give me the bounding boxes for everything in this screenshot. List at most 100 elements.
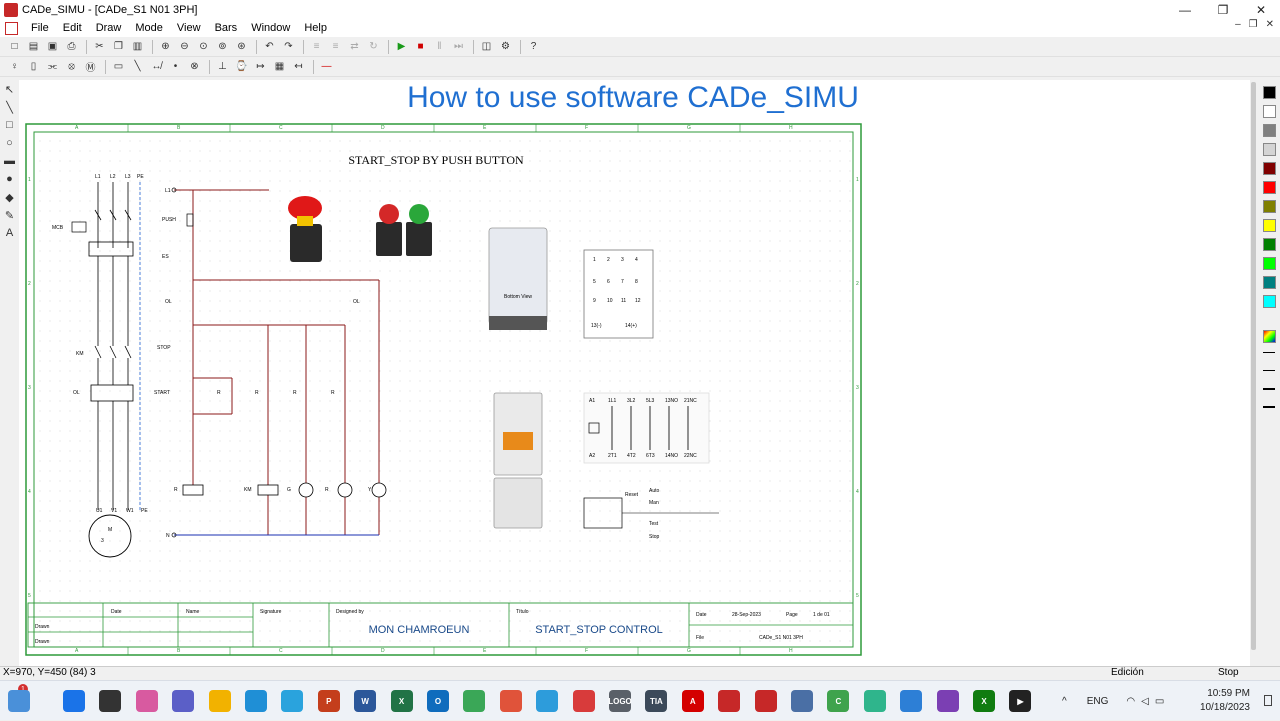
tia-portal-icon[interactable]: TIA <box>645 690 668 712</box>
excel-icon[interactable]: X <box>390 690 413 712</box>
print-icon[interactable]: ⎙ <box>67 41 76 52</box>
zoom-in-icon[interactable]: ⊕ <box>161 41 170 52</box>
motor-icon[interactable]: Ⓜ <box>85 63 96 74</box>
menu-bars[interactable]: Bars <box>214 22 238 34</box>
color-swatch[interactable] <box>1263 200 1276 213</box>
menu-help[interactable]: Help <box>304 22 327 34</box>
color-swatch[interactable] <box>1263 143 1276 156</box>
supply-terminal-icon[interactable]: ♀ <box>10 61 19 72</box>
plc-icon[interactable]: ▦ <box>274 61 285 72</box>
powerpoint-icon[interactable]: P <box>317 690 340 712</box>
close-button[interactable]: ✕ <box>1255 2 1267 17</box>
terminal-strip-icon[interactable]: ↦ <box>256 61 265 72</box>
scrollbar-thumb[interactable] <box>1251 82 1256 650</box>
notifications-icon[interactable] <box>1264 695 1272 706</box>
browser-icon[interactable] <box>936 690 959 712</box>
rectangle-tool-icon[interactable]: □ <box>6 119 13 131</box>
align-right-icon[interactable]: ≡ <box>332 41 339 52</box>
line-width-2[interactable] <box>1263 370 1275 371</box>
zoom-window-icon[interactable]: ⊚ <box>218 41 227 52</box>
timer-icon[interactable]: ⌚ <box>235 61 248 72</box>
outlook-icon[interactable]: O <box>427 690 449 712</box>
contactor-icon[interactable]: ⦻ <box>68 61 75 72</box>
show-hidden-icons-icon[interactable]: ^ <box>1062 695 1067 707</box>
breaker-icon[interactable]: ⫘ <box>48 61 57 72</box>
pointer-tool-icon[interactable]: ↖ <box>4 83 15 96</box>
paste-icon[interactable]: ▥ <box>132 41 143 52</box>
open-folder-icon[interactable]: ▤ <box>28 41 39 52</box>
wire-tool-icon[interactable]: — <box>321 61 332 72</box>
zoom-fit-icon[interactable]: ⊙ <box>199 41 208 52</box>
telegram-icon[interactable] <box>281 690 304 712</box>
maximize-button[interactable]: ❐ <box>1217 2 1229 17</box>
file-explorer-icon[interactable] <box>208 690 231 712</box>
filled-ellipse-tool-icon[interactable]: ● <box>6 173 13 185</box>
color-swatch[interactable] <box>1263 105 1276 118</box>
menu-draw[interactable]: Draw <box>95 22 122 34</box>
connector-icon[interactable]: ↤ <box>294 61 303 72</box>
autocad-icon[interactable] <box>572 690 595 712</box>
help-icon[interactable]: ? <box>530 41 537 52</box>
battery-icon[interactable]: ▭ <box>1154 695 1165 707</box>
sketchup-icon[interactable] <box>863 690 886 712</box>
cade-simu-active-icon[interactable] <box>718 690 741 712</box>
teams-icon[interactable] <box>172 690 195 712</box>
zoom-out-icon[interactable]: ⊖ <box>180 41 189 52</box>
cade-simu-icon[interactable] <box>754 690 777 712</box>
edge-icon[interactable] <box>245 690 267 712</box>
document-icon[interactable] <box>5 21 18 35</box>
screen-recorder-icon[interactable] <box>499 690 522 712</box>
calendar-app-icon[interactable]: C <box>827 690 850 712</box>
color-swatch[interactable] <box>1263 162 1276 175</box>
search-icon[interactable] <box>99 690 122 712</box>
color-swatch[interactable] <box>1263 238 1276 251</box>
pencil-tool-icon[interactable]: ✎ <box>4 209 15 222</box>
save-icon[interactable]: ▣ <box>47 41 58 52</box>
color-swatch[interactable] <box>1263 124 1276 137</box>
stop-simulation-icon[interactable]: ■ <box>417 41 424 52</box>
new-file-icon[interactable]: □ <box>11 41 18 52</box>
align-left-icon[interactable]: ≡ <box>313 41 320 52</box>
clock[interactable]: 10:59 PM 10/18/2023 <box>1200 687 1250 715</box>
zoom-previous-icon[interactable]: ⊛ <box>237 41 246 52</box>
run-simulation-icon[interactable]: ▶ <box>397 41 406 52</box>
vertical-scrollbar[interactable] <box>1250 80 1258 666</box>
copy-icon[interactable]: ❐ <box>114 41 123 52</box>
color-swatch[interactable] <box>1263 219 1276 232</box>
line-width-3[interactable] <box>1263 388 1275 390</box>
menu-file[interactable]: File <box>31 22 49 34</box>
line-width-1[interactable] <box>1263 352 1275 353</box>
weather-icon[interactable] <box>8 690 30 712</box>
windows-start-icon[interactable] <box>63 690 85 712</box>
switch-icon[interactable]: ╲ <box>134 61 141 72</box>
minimize-button[interactable]: — <box>1179 2 1191 17</box>
fill-tool-icon[interactable]: ◆ <box>5 191 14 204</box>
menu-window[interactable]: Window <box>251 22 291 34</box>
store-icon[interactable] <box>900 690 923 712</box>
step-simulation-icon[interactable]: ⏭ <box>454 41 463 52</box>
cut-icon[interactable]: ✂ <box>95 41 104 52</box>
contact-icon[interactable]: ↮ <box>151 61 162 72</box>
color-swatch[interactable] <box>1263 295 1276 308</box>
line-width-4[interactable] <box>1263 406 1275 408</box>
color-swatch[interactable] <box>1263 276 1276 289</box>
pushbutton-icon[interactable]: ⊥ <box>218 61 227 72</box>
menu-edit[interactable]: Edit <box>62 22 82 34</box>
color-swatch[interactable] <box>1263 181 1276 194</box>
junction-icon[interactable]: • <box>173 61 178 72</box>
rotate-icon[interactable]: ↻ <box>369 41 378 52</box>
filled-rectangle-tool-icon[interactable]: ▬ <box>4 155 15 167</box>
word-icon[interactable]: W <box>354 690 377 712</box>
media-player-icon[interactable]: ▶ <box>1009 690 1032 712</box>
xbox-icon[interactable]: X <box>973 690 995 712</box>
volume-icon[interactable]: ◁ <box>1141 695 1149 707</box>
doc-close-button[interactable]: ✕ <box>1265 19 1274 30</box>
copilot-icon[interactable] <box>135 690 158 712</box>
menu-mode[interactable]: Mode <box>135 22 163 34</box>
custom-color-swatch[interactable] <box>1263 330 1276 343</box>
logo-soft-icon[interactable]: LOGO <box>608 690 632 712</box>
redo-icon[interactable]: ↷ <box>284 41 293 52</box>
doc-minimize-button[interactable]: – <box>1235 19 1241 30</box>
wifi-icon[interactable]: ◠ <box>1126 695 1136 707</box>
